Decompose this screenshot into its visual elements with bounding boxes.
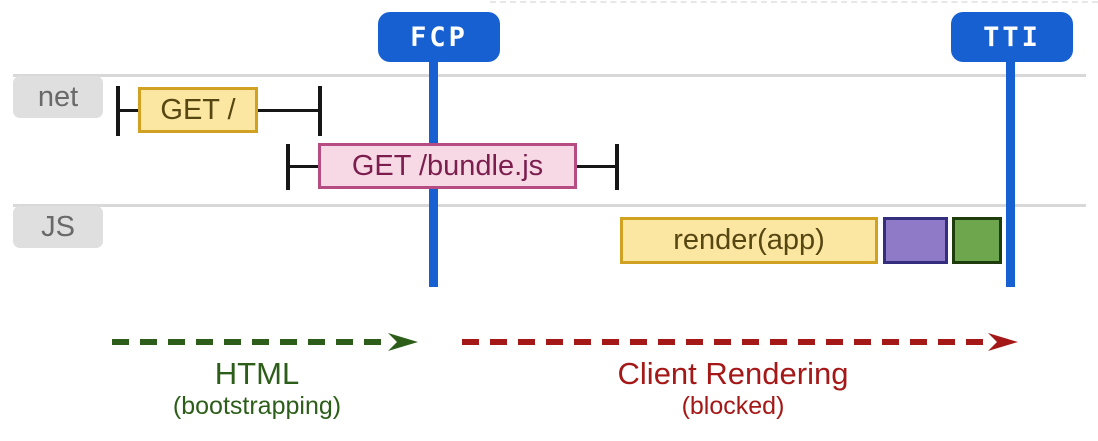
tti-badge: TTI — [951, 12, 1073, 62]
whisker-start-tick — [286, 144, 290, 190]
whisker-start-tick — [116, 86, 120, 136]
whisker-line — [258, 109, 318, 112]
lane-tab-js: JS — [13, 206, 103, 248]
bar-label-get-root: GET / — [160, 93, 236, 126]
bar-label-render-app: render(app) — [673, 224, 825, 256]
client-rendering-phase-label: Client Rendering — [617, 356, 849, 391]
whisker-line — [577, 165, 615, 168]
tti-badge-label: TTI — [983, 21, 1041, 53]
top-border-line — [490, 1, 1098, 3]
bar-box-get-root: GET / — [138, 87, 258, 133]
whisker-end-tick — [318, 86, 322, 136]
fcp-badge-label: FCP — [410, 21, 468, 53]
client-rendering-phase-dashed-arrow — [462, 333, 1018, 351]
lane-tab-js-label: JS — [41, 210, 75, 243]
whisker-line — [290, 165, 318, 168]
js-bar-render-app: render(app) — [620, 217, 878, 264]
client-rendering-phase-sublabel: (blocked) — [681, 392, 785, 420]
lane-tab-net-label: net — [37, 80, 79, 113]
whisker-end-tick — [615, 144, 619, 190]
bar-label-get-bundle: GET /bundle.js — [351, 149, 544, 182]
lane-js-line — [13, 204, 1086, 207]
bar-box-get-bundle: GET /bundle.js — [318, 143, 577, 189]
lane-tab-net: net — [13, 76, 103, 118]
fcp-badge: FCP — [378, 12, 500, 62]
html-phase-sublabel: (bootstrapping) — [172, 392, 342, 420]
html-phase-dashed-arrow — [112, 333, 418, 351]
html-phase-label: HTML — [214, 356, 300, 391]
whisker-line — [120, 109, 138, 112]
tti-marker-line — [1006, 58, 1015, 287]
js-bar-purple-task — [883, 217, 948, 264]
js-bar-green-task — [952, 217, 1002, 264]
lane-net-line — [13, 74, 1086, 77]
